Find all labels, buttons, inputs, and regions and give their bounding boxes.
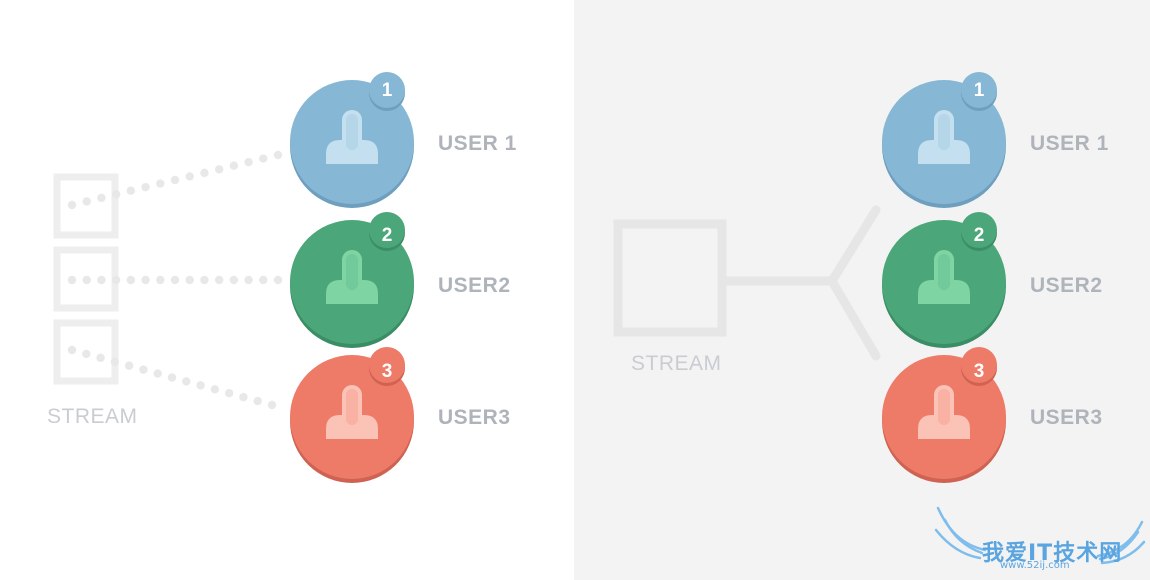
- connector-dot: [96, 353, 105, 363]
- user-avatar: [290, 212, 414, 348]
- connector-dot: [244, 275, 253, 285]
- left-user3-label: USER3: [438, 406, 511, 429]
- user-figure-icon: [326, 110, 378, 164]
- stream-box-1: [53, 173, 119, 239]
- badge-circle: [369, 72, 405, 108]
- connector-dot: [126, 275, 136, 285]
- left-user1-label: USER 1: [438, 132, 517, 155]
- connector-dot: [200, 275, 209, 285]
- connector-dot: [67, 275, 77, 285]
- right-user1-badge-number: 1: [973, 80, 985, 101]
- connector-dot: [141, 275, 150, 285]
- connector-dot: [97, 193, 106, 203]
- right-user3-label: USER3: [1030, 406, 1103, 429]
- connector-dot: [97, 275, 106, 285]
- connector-dot: [156, 275, 165, 285]
- user-figure-icon: [918, 250, 970, 304]
- connector-dot: [229, 275, 239, 285]
- user-avatar: [882, 212, 1006, 348]
- connector-dot: [111, 275, 121, 285]
- connector-dot: [273, 275, 283, 285]
- user-figure-icon: [326, 250, 378, 304]
- connector-dot: [253, 396, 262, 406]
- connector-dot: [167, 373, 177, 382]
- watermark-url: www.52ij.com: [1000, 560, 1070, 571]
- left-panel-dotted-streams: [0, 0, 574, 580]
- user-avatar: [290, 72, 414, 208]
- stream-box-single: [613, 219, 727, 337]
- connector-branches: [827, 205, 881, 361]
- user-figure-icon: [918, 110, 970, 164]
- badge-circle: [961, 72, 997, 108]
- right-panel-single-stream: [574, 0, 1150, 580]
- connector-dot: [170, 275, 180, 285]
- connector-dot: [141, 182, 150, 192]
- connector-dot: [239, 392, 248, 402]
- connector-dot: [224, 389, 234, 398]
- user-avatar: [290, 347, 414, 483]
- connector-dot: [156, 179, 165, 188]
- badge-circle: [961, 212, 997, 248]
- watermark-wings-logo: [934, 506, 1146, 565]
- user-figure-icon: [326, 385, 378, 439]
- connector-dot: [124, 361, 134, 370]
- connector-dot: [273, 150, 283, 160]
- connector-dot: [229, 161, 239, 170]
- connector-dot: [110, 357, 120, 366]
- connector-dot: [214, 275, 224, 285]
- connector-dot: [126, 186, 136, 195]
- connector-dot: [267, 400, 277, 410]
- right-stream-connector: [613, 205, 881, 361]
- connector-dot: [67, 345, 77, 355]
- connector-dot: [185, 172, 194, 181]
- connector-dot: [200, 168, 209, 178]
- connector-dot: [82, 197, 91, 206]
- connector-dot: [67, 200, 77, 210]
- left-stream-label: STREAM: [47, 405, 138, 428]
- right-stream-label: STREAM: [631, 352, 722, 375]
- right-user3-badge-number: 3: [973, 361, 985, 382]
- connector-dot: [244, 157, 253, 167]
- user-avatar: [882, 347, 1006, 483]
- badge-circle: [369, 347, 405, 383]
- right-user1-label: USER 1: [1030, 132, 1109, 155]
- left-user3-badge-number: 3: [381, 361, 393, 382]
- connector-dot: [196, 381, 205, 390]
- connector-dot: [82, 275, 91, 285]
- connector-dot: [139, 365, 148, 374]
- watermark-title: 我爱IT技术网: [982, 541, 1123, 566]
- left-user1-badge-number: 1: [381, 80, 393, 101]
- user-figure-icon: [918, 385, 970, 439]
- connector-dot: [82, 349, 91, 359]
- stream-box-3: [53, 319, 119, 385]
- connector-dot: [111, 190, 121, 199]
- connector-dot: [182, 377, 191, 386]
- left-user-avatars: [290, 72, 414, 483]
- connector-dot: [170, 175, 180, 185]
- user-avatar: [882, 72, 1006, 208]
- right-user2-badge-number: 2: [973, 225, 985, 246]
- left-user2-badge-number: 2: [381, 225, 393, 246]
- connector-dot: [214, 165, 224, 174]
- connector-dot: [210, 385, 220, 394]
- left-user2-label: USER2: [438, 274, 511, 297]
- connector-dot: [153, 369, 162, 378]
- connector-dot: [259, 154, 268, 163]
- connector-dot: [259, 275, 268, 285]
- badge-circle: [961, 347, 997, 383]
- left-dotted-connectors: [67, 150, 283, 410]
- right-user-avatars: [882, 72, 1006, 483]
- right-user2-label: USER2: [1030, 274, 1103, 297]
- connector-dot: [185, 275, 194, 285]
- badge-circle: [369, 212, 405, 248]
